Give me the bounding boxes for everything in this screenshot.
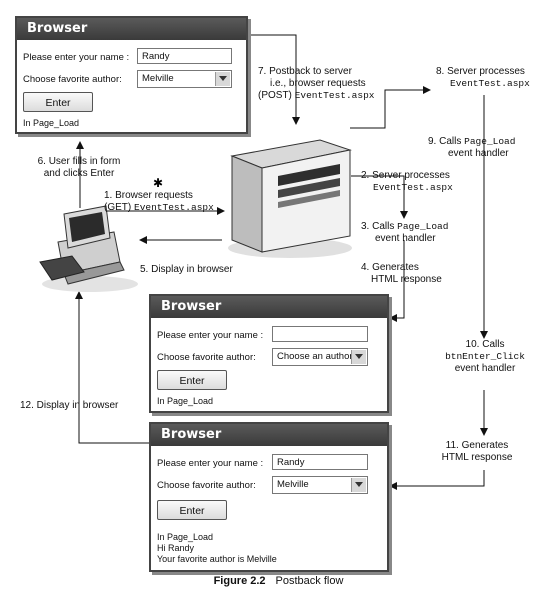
figure-caption: Figure 2.2 Postback flow	[0, 575, 557, 587]
status-line-3: Your favorite author is Melville	[157, 554, 277, 564]
step-3-text: 3. Calls	[361, 221, 395, 232]
step-4-label: 4. Generates HTML response	[361, 262, 442, 286]
step-2-label: 2. Server processes EventTest.aspx	[361, 170, 471, 194]
browser-window-postback: Browser Please enter your name : Randy C…	[149, 422, 389, 572]
step-7-line-3: (POST) EventTest.aspx	[258, 90, 375, 102]
status-line-1: In Page_Load	[157, 532, 214, 542]
status-line-2: Hi Randy	[157, 543, 195, 553]
window-title: Browser	[151, 296, 387, 318]
step-10-line-1: 10. Calls	[465, 339, 505, 350]
step-6-line-1: 6. User fills in form	[37, 156, 121, 167]
arrow-server-process	[351, 175, 408, 219]
window-title: Browser	[17, 18, 246, 40]
step-1-line-1: 1. Browser requests	[104, 190, 193, 201]
browser-window-initial: Browser Please enter your name : Randy C…	[15, 16, 248, 134]
step-7-line-2: i.e., browser requests	[270, 78, 366, 89]
author-label: Choose favorite author:	[23, 74, 122, 85]
step-1-file: EventTest.aspx	[134, 202, 214, 213]
arrow-to-window3	[389, 470, 485, 490]
step-10-line-3: event handler	[454, 363, 516, 374]
step-9-line-1: 9. Calls Page_Load	[428, 136, 515, 148]
step-3-handler: Page_Load	[397, 221, 449, 232]
status-text: In Page_Load	[157, 396, 214, 406]
name-input[interactable]	[272, 326, 368, 342]
name-label: Please enter your name :	[23, 52, 130, 63]
author-select[interactable]: Choose an author	[272, 348, 368, 366]
name-label: Please enter your name :	[157, 458, 264, 469]
step-11-line-1: 11. Generates	[445, 440, 509, 451]
computer-icon	[39, 205, 138, 292]
step-8-file: EventTest.aspx	[450, 78, 530, 89]
arrow-generates-response	[389, 240, 405, 322]
step-3-line-1: 3. Calls Page_Load	[361, 221, 448, 233]
name-input[interactable]: Randy	[137, 48, 232, 64]
enter-button[interactable]: Enter	[157, 500, 227, 520]
step-10-handler: btnEnter_Click	[445, 351, 525, 362]
author-label: Choose favorite author:	[157, 352, 256, 363]
author-select[interactable]: Melville	[272, 476, 368, 494]
step-8-line-1: 8. Server processes	[436, 66, 525, 77]
step-11-line-2: HTML response	[441, 452, 513, 463]
step-5-label: 5. Display in browser	[140, 264, 233, 275]
step-11-label: 11. Generates HTML response	[422, 440, 532, 464]
chevron-down-icon[interactable]	[351, 350, 366, 364]
step-7-label: 7. Postback to server i.e., browser requ…	[258, 66, 375, 102]
enter-button[interactable]: Enter	[157, 370, 227, 390]
chevron-down-icon[interactable]	[351, 478, 366, 492]
step-7-file: EventTest.aspx	[294, 90, 375, 101]
step-10-label: 10. Calls btnEnter_Click event handler	[430, 339, 540, 375]
asterisk-mark: ✱	[153, 176, 163, 190]
figure-number: Figure 2.2	[213, 575, 266, 587]
step-2-line-1: 2. Server processes	[361, 170, 450, 181]
name-input[interactable]: Randy	[272, 454, 368, 470]
step-4-line-1: 4. Generates	[361, 262, 419, 273]
step-7-line-1: 7. Postback to server	[258, 66, 352, 77]
arrow-display-12	[75, 291, 151, 444]
step-9-handler: Page_Load	[464, 136, 516, 147]
chevron-down-icon[interactable]	[215, 72, 230, 86]
step-9-text: 9. Calls	[428, 136, 462, 147]
author-label: Choose favorite author:	[157, 480, 256, 491]
author-select-value: Melville	[142, 73, 174, 84]
author-select[interactable]: Melville	[137, 70, 232, 88]
arrow-postback	[248, 34, 300, 125]
step-4-line-2: HTML response	[371, 274, 442, 285]
step-8-label: 8. Server processes EventTest.aspx	[436, 66, 530, 90]
status-text: In Page_Load	[23, 118, 80, 128]
step-12-label: 12. Display in browser	[20, 400, 119, 411]
author-select-value: Choose an author	[277, 351, 353, 362]
step-3-line-2: event handler	[375, 233, 436, 244]
window-title: Browser	[151, 424, 387, 446]
author-select-value: Melville	[277, 479, 309, 490]
step-9-line-2: event handler	[448, 148, 509, 159]
arrow-server-process-8	[350, 86, 431, 129]
step-1-method: (GET)	[104, 202, 132, 213]
name-label: Please enter your name :	[157, 330, 264, 341]
step-1-line-2: (GET) EventTest.aspx	[104, 202, 214, 214]
step-1-label: 1. Browser requests (GET) EventTest.aspx	[104, 190, 214, 214]
browser-window-response: Browser Please enter your name : Choose …	[149, 294, 389, 413]
step-7-method: (POST)	[258, 90, 292, 101]
server-icon	[228, 139, 352, 258]
step-3-label: 3. Calls Page_Load event handler	[361, 221, 448, 245]
step-6-label: 6. User fills in form and clicks Enter	[24, 156, 134, 180]
step-2-file: EventTest.aspx	[373, 182, 453, 193]
figure-title: Postback flow	[275, 575, 344, 587]
enter-button[interactable]: Enter	[23, 92, 93, 112]
step-9-label: 9. Calls Page_Load event handler	[428, 136, 515, 160]
step-6-line-2: and clicks Enter	[43, 168, 115, 179]
